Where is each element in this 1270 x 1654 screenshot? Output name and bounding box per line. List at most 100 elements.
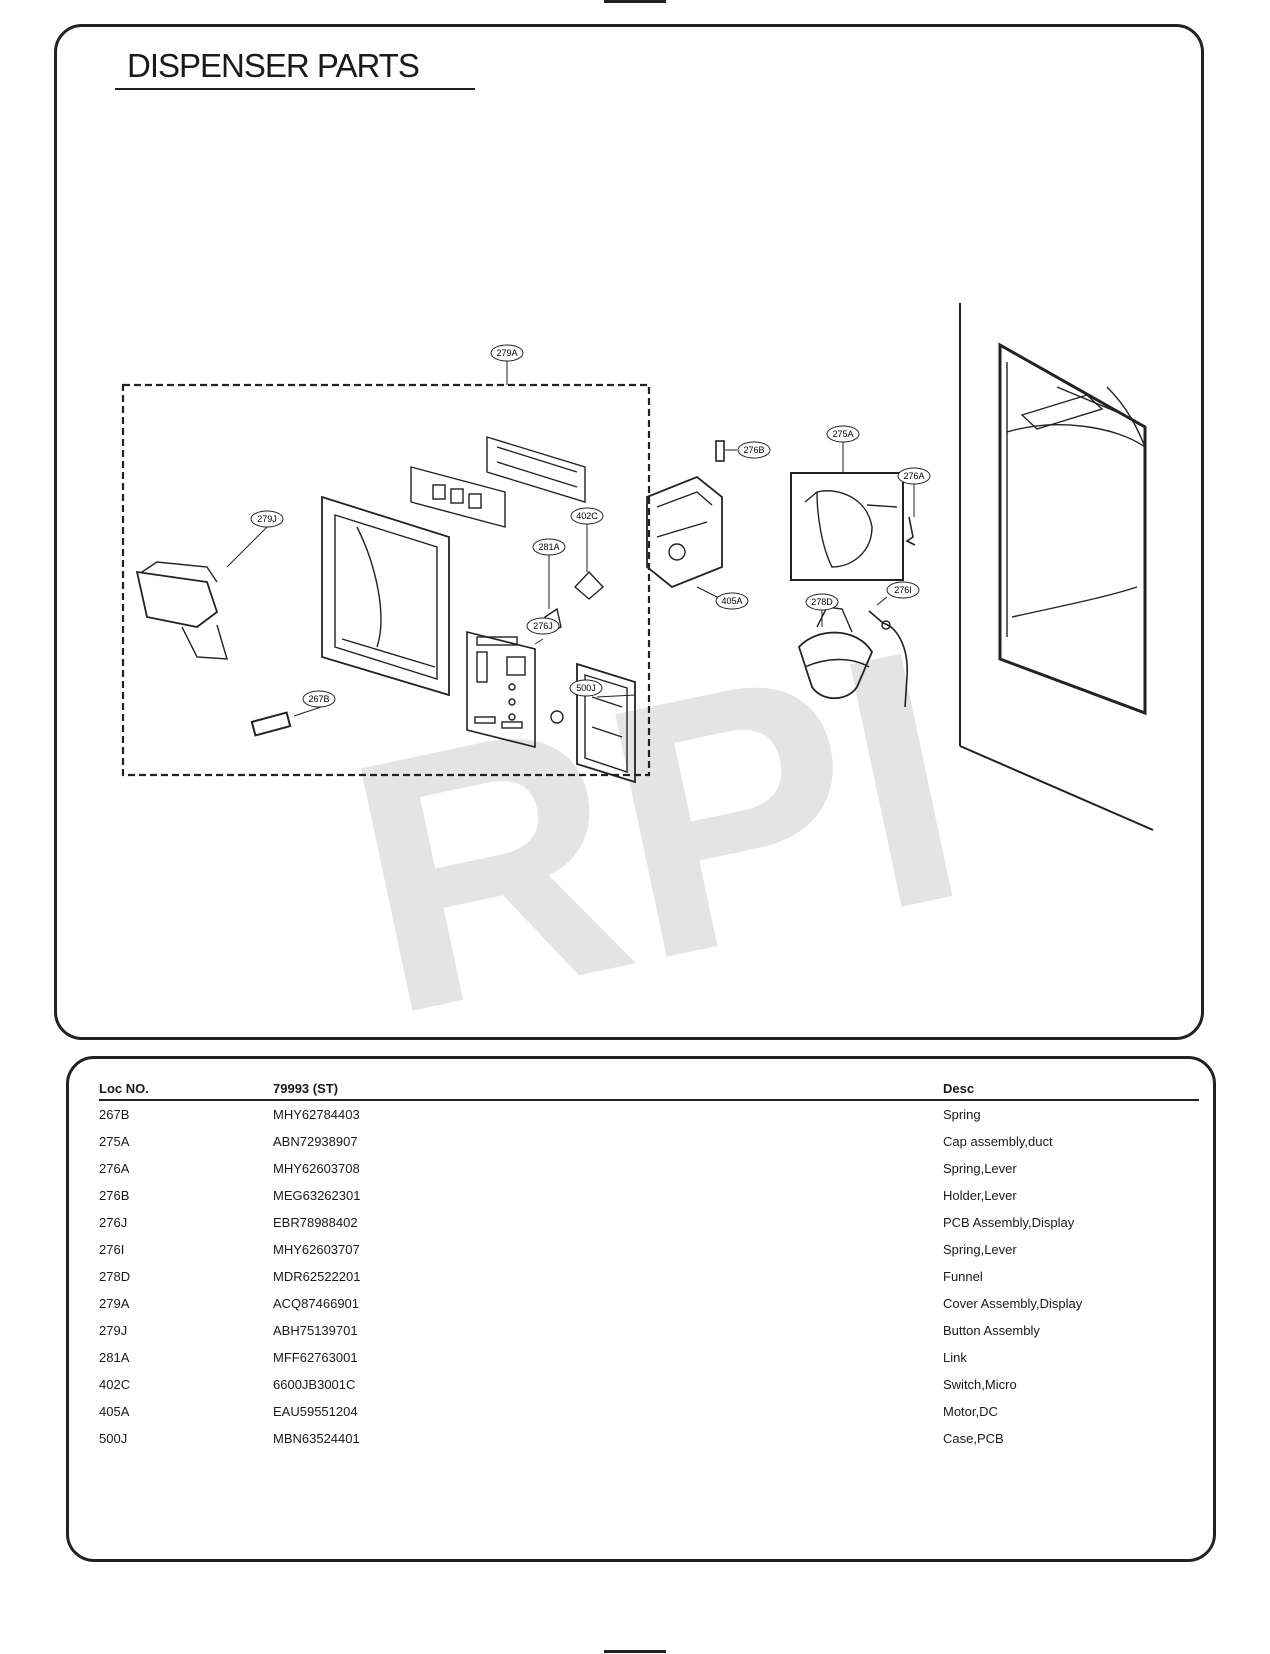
- exploded-diagram: RPI: [121, 303, 1154, 1037]
- table-header-row: Loc NO. 79993 (ST) Desc: [99, 1079, 1199, 1101]
- cell-loc: 276A: [99, 1161, 130, 1176]
- callout-276j: 276J: [526, 617, 560, 635]
- callout-281a: 281A: [532, 538, 566, 556]
- svg-text:276A: 276A: [903, 471, 924, 481]
- cell-desc: Button Assembly: [943, 1323, 1040, 1338]
- spring-276a-illustration: [905, 516, 916, 546]
- table-row: 405A EAU59551204 Motor,DC: [99, 1398, 1199, 1425]
- cover-frame: [321, 495, 450, 697]
- cell-loc: 276I: [99, 1242, 125, 1257]
- cell-part: MBN63524401: [273, 1431, 360, 1446]
- callout-405a: 405A: [715, 592, 749, 610]
- holder-276b-illustration: [715, 440, 725, 462]
- svg-text:281A: 281A: [538, 542, 559, 552]
- assembly-frame-279a: [121, 383, 651, 777]
- cell-desc: Spring,Lever: [943, 1161, 1017, 1176]
- header-loc-no: Loc NO.: [99, 1079, 273, 1101]
- callout-279j: 279J: [250, 510, 284, 528]
- table-row: 276J EBR78988402 PCB Assembly,Display: [99, 1209, 1199, 1236]
- cell-part: MHY62603707: [273, 1242, 360, 1257]
- cell-part: MFF62763001: [273, 1350, 358, 1365]
- callout-500j: 500J: [569, 679, 603, 697]
- table-row: 275A ABN72938907 Cap assembly,duct: [99, 1128, 1199, 1155]
- page-top-mark: [604, 0, 666, 3]
- table-row: 267B MHY62784403 Spring: [99, 1100, 1199, 1128]
- header-desc: Desc: [943, 1079, 1199, 1101]
- cap-assembly-box: [790, 472, 904, 581]
- cell-part: 6600JB3001C: [273, 1377, 356, 1392]
- cell-loc: 281A: [99, 1350, 130, 1365]
- cell-loc: 405A: [99, 1404, 130, 1419]
- svg-text:276I: 276I: [894, 585, 912, 595]
- callout-278d: 278D: [805, 593, 839, 611]
- cell-part: MDR62522201: [273, 1269, 361, 1284]
- parts-list-panel: Loc NO. 79993 (ST) Desc 267B MHY62784403…: [66, 1056, 1216, 1562]
- table-row: 279J ABH75139701 Button Assembly: [99, 1317, 1199, 1344]
- cell-desc: Funnel: [943, 1269, 983, 1284]
- cap-assembly-illustration: [816, 490, 873, 568]
- callout-276a: 276A: [897, 467, 931, 485]
- table-row: 278D MDR62522201 Funnel: [99, 1263, 1199, 1290]
- svg-text:402C: 402C: [576, 511, 598, 521]
- cell-desc: Link: [943, 1350, 967, 1365]
- callout-402c: 402C: [570, 507, 604, 525]
- cell-loc: 276B: [99, 1188, 130, 1203]
- page-bottom-mark: [604, 1650, 666, 1653]
- callout-275a: 275A: [826, 425, 860, 443]
- cell-loc: 267B: [99, 1107, 130, 1122]
- cell-desc: Switch,Micro: [943, 1377, 1017, 1392]
- cell-loc: 500J: [99, 1431, 128, 1446]
- svg-text:405A: 405A: [721, 596, 742, 606]
- cell-part: ABH75139701: [273, 1323, 358, 1338]
- micro-switch-illustration: [573, 570, 605, 600]
- svg-text:500J: 500J: [576, 683, 596, 693]
- cell-desc: Spring,Lever: [943, 1242, 1017, 1257]
- spring-276i-illustration: [868, 610, 908, 708]
- cell-part: ABN72938907: [273, 1134, 358, 1149]
- svg-text:267B: 267B: [308, 694, 329, 704]
- svg-text:276B: 276B: [743, 445, 764, 455]
- cell-desc: Cap assembly,duct: [943, 1134, 1053, 1149]
- table-row: 281A MFF62763001 Link: [99, 1344, 1199, 1371]
- cell-loc: 279J: [99, 1323, 128, 1338]
- parts-table: Loc NO. 79993 (ST) Desc 267B MHY62784403…: [99, 1079, 1199, 1452]
- cell-loc: 279A: [99, 1296, 130, 1311]
- callout-279a: 279A: [490, 344, 524, 362]
- watermark: RPI: [321, 573, 992, 1037]
- cell-part: ACQ87466901: [273, 1296, 360, 1311]
- cell-part: EAU59551204: [273, 1404, 358, 1419]
- callout-276b: 276B: [737, 441, 771, 459]
- page-title: DISPENSER PARTS: [127, 47, 420, 84]
- svg-text:278D: 278D: [811, 597, 833, 607]
- cell-desc: Motor,DC: [943, 1404, 998, 1419]
- cell-desc: PCB Assembly,Display: [943, 1215, 1075, 1230]
- svg-text:276J: 276J: [533, 621, 553, 631]
- cell-desc: Holder,Lever: [943, 1188, 1017, 1203]
- svg-text:279A: 279A: [496, 348, 517, 358]
- pcb-illustration: [466, 630, 536, 749]
- cell-loc: 402C: [99, 1377, 131, 1392]
- table-row: 276B MEG63262301 Holder,Lever: [99, 1182, 1199, 1209]
- cell-part: MHY62603708: [273, 1161, 360, 1176]
- callout-267b: 267B: [302, 690, 336, 708]
- spring-267b-illustration: [250, 711, 292, 737]
- cell-loc: 278D: [99, 1269, 131, 1284]
- header-part-number: 79993 (ST): [273, 1079, 943, 1101]
- pcb-case-illustration: [550, 662, 636, 784]
- cell-part: MEG63262301: [273, 1188, 361, 1203]
- cell-loc: 275A: [99, 1134, 130, 1149]
- diagram-panel: DISPENSER PARTS RPI: [54, 24, 1204, 1040]
- motor-illustration: [646, 475, 723, 589]
- cabinet-illustration: [959, 303, 1154, 831]
- table-row: 276I MHY62603707 Spring,Lever: [99, 1236, 1199, 1263]
- cell-part: EBR78988402: [273, 1215, 358, 1230]
- table-row: 500J MBN63524401 Case,PCB: [99, 1425, 1199, 1452]
- display-trim: [410, 466, 506, 528]
- cell-desc: Cover Assembly,Display: [943, 1296, 1083, 1311]
- svg-text:275A: 275A: [832, 429, 853, 439]
- cell-desc: Case,PCB: [943, 1431, 1004, 1446]
- table-row: 402C 6600JB3001C Switch,Micro: [99, 1371, 1199, 1398]
- callout-276i: 276I: [886, 581, 920, 599]
- cell-desc: Spring: [943, 1107, 981, 1122]
- cell-loc: 276J: [99, 1215, 128, 1230]
